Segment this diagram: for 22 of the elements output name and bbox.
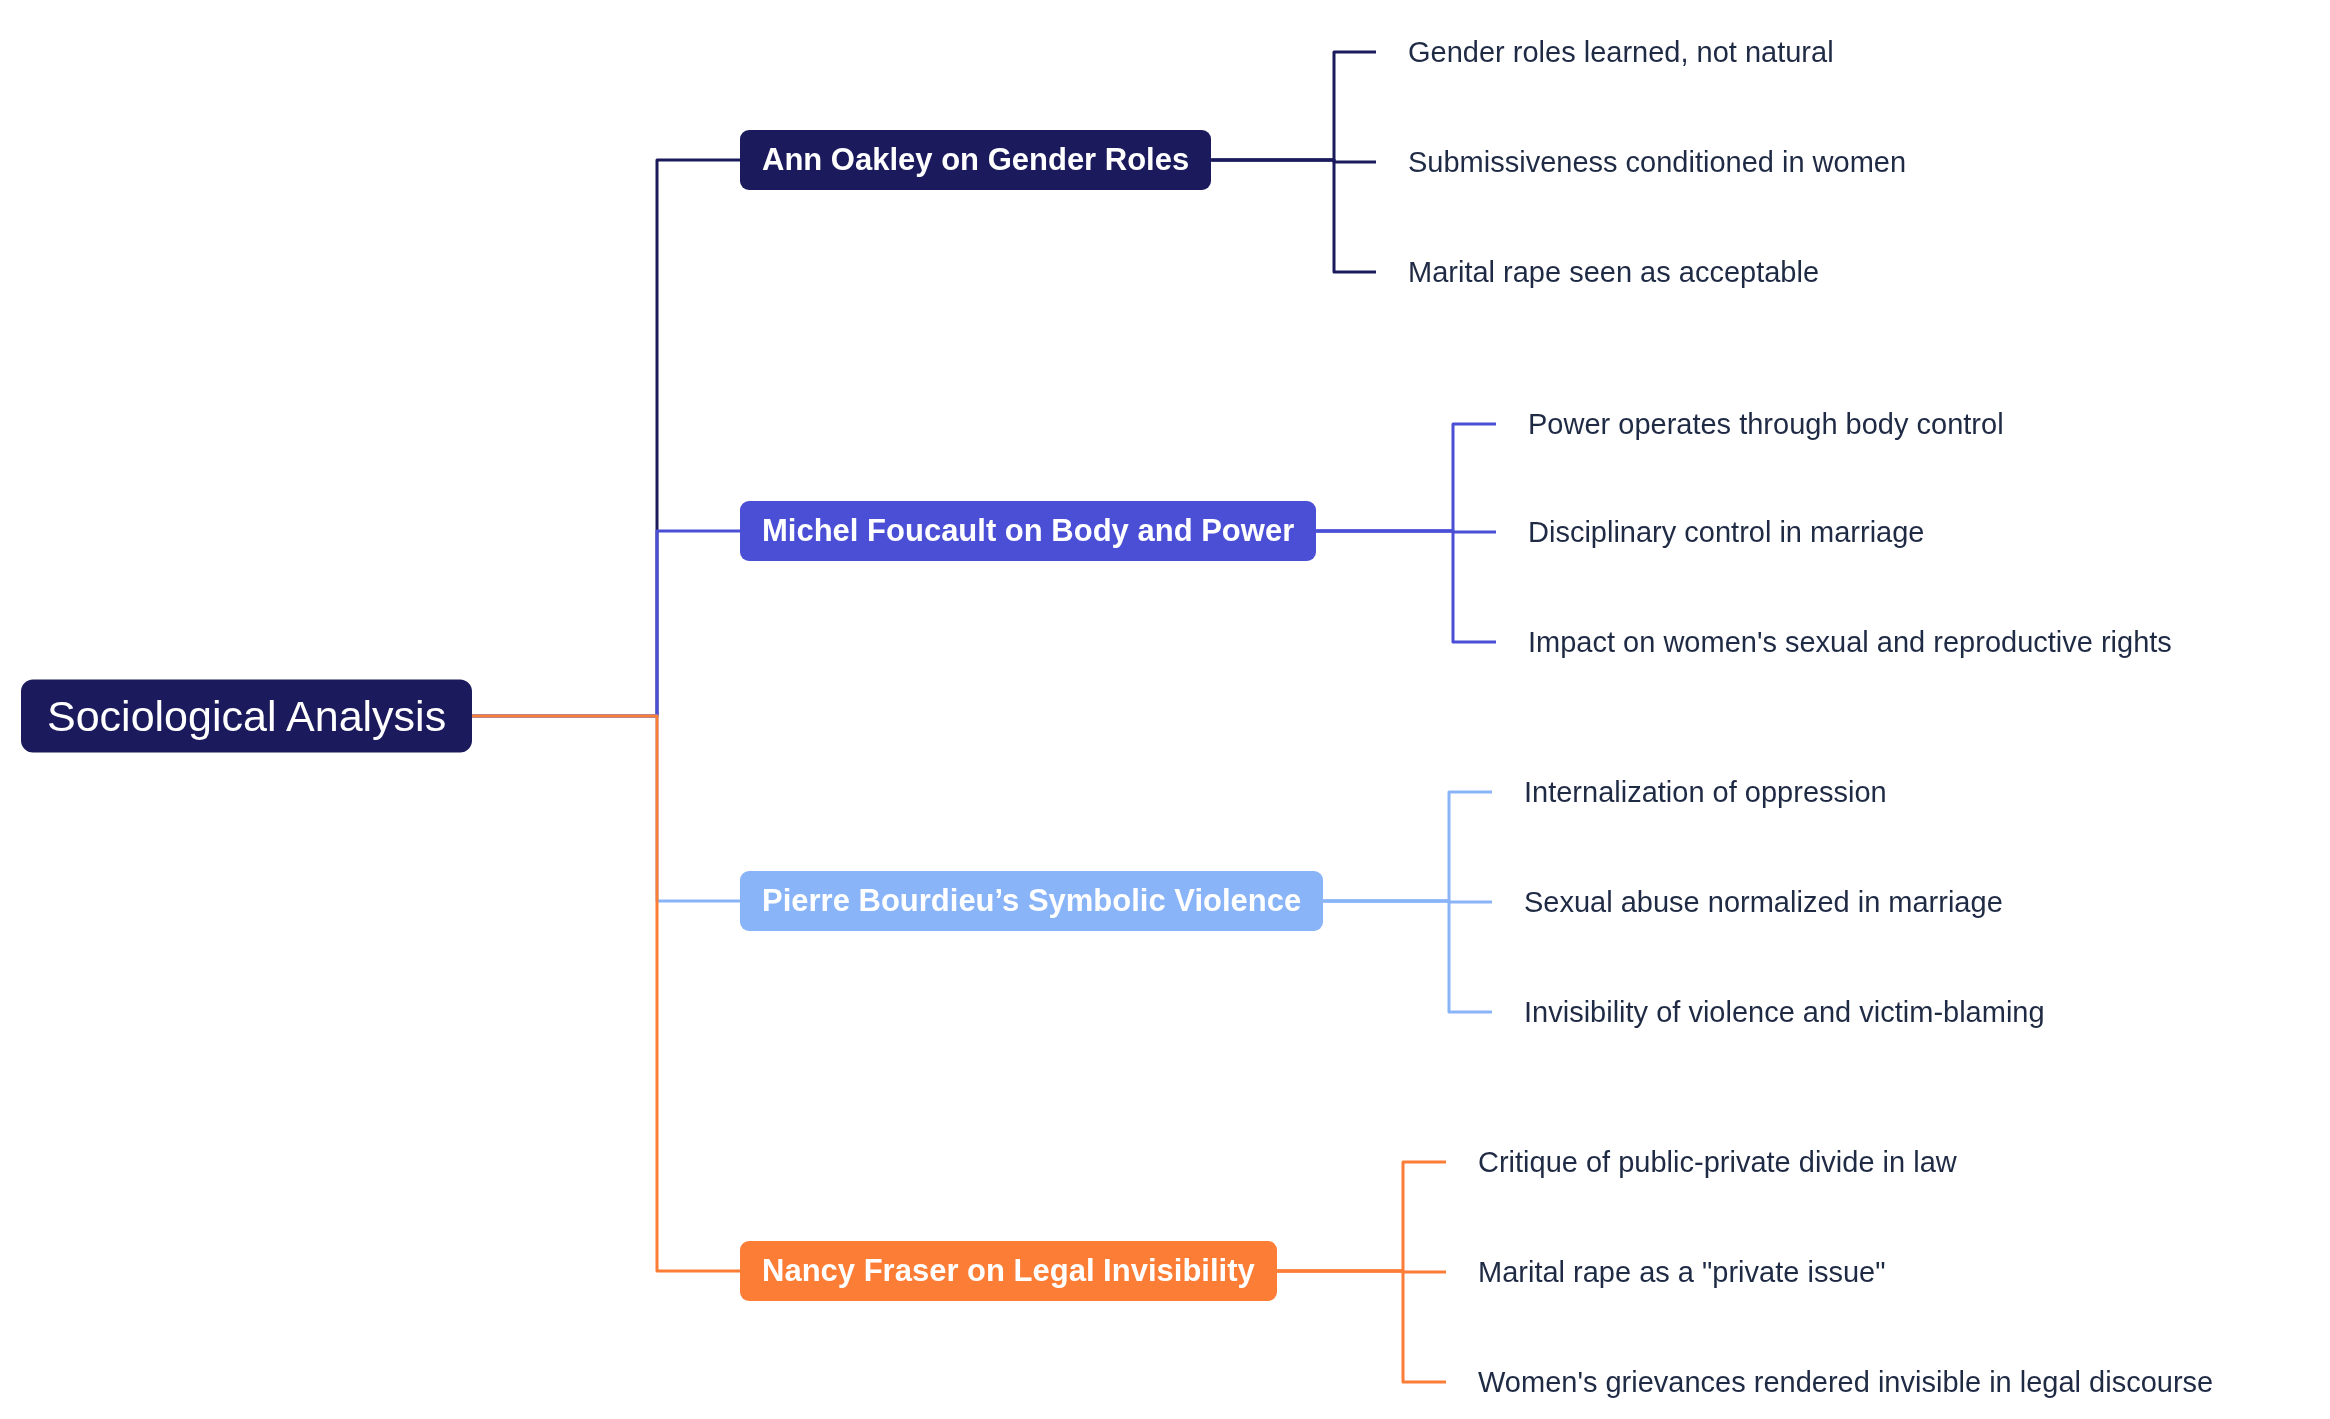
subtopic-text: Sexual abuse normalized in marriage <box>1492 881 2003 923</box>
connector-line <box>1276 1269 1446 1384</box>
subtopic-text: Impact on women's sexual and reproductive rights <box>1496 621 2172 663</box>
subtopic-text: Gender roles learned, not natural <box>1376 31 1834 73</box>
topic-box: Nancy Fraser on Legal Invisibility <box>740 1241 1277 1301</box>
topic-box: Michel Foucault on Body and Power <box>740 501 1317 561</box>
topic-box: Pierre Bourdieu’s Symbolic Violence <box>740 871 1324 931</box>
topic-box: Ann Oakley on Gender Roles <box>740 130 1212 190</box>
root-topic-box: Sociological Analysis <box>21 679 473 753</box>
subtopic-text: Power operates through body control <box>1496 403 2004 445</box>
subtopic-text: Critique of public-private divide in law <box>1446 1141 1957 1183</box>
subtopic-text: Disciplinary control in marriage <box>1496 511 1925 553</box>
connector-line <box>472 714 740 1273</box>
connector-line <box>1316 529 1496 644</box>
subtopic-text: Submissiveness conditioned in women <box>1376 141 1907 183</box>
subtopic-text: Marital rape as a "private issue" <box>1446 1251 1886 1293</box>
connector-line <box>1211 158 1376 274</box>
subtopic-text: Marital rape seen as acceptable <box>1376 251 1820 293</box>
subtopic-text: Invisibility of violence and victim-blaming <box>1492 991 2045 1033</box>
subtopic-text: Women's grievances rendered invisible in legal discourse <box>1446 1361 2214 1403</box>
connector-line <box>1323 899 1492 1014</box>
subtopic-text: Internalization of oppression <box>1492 771 1887 813</box>
